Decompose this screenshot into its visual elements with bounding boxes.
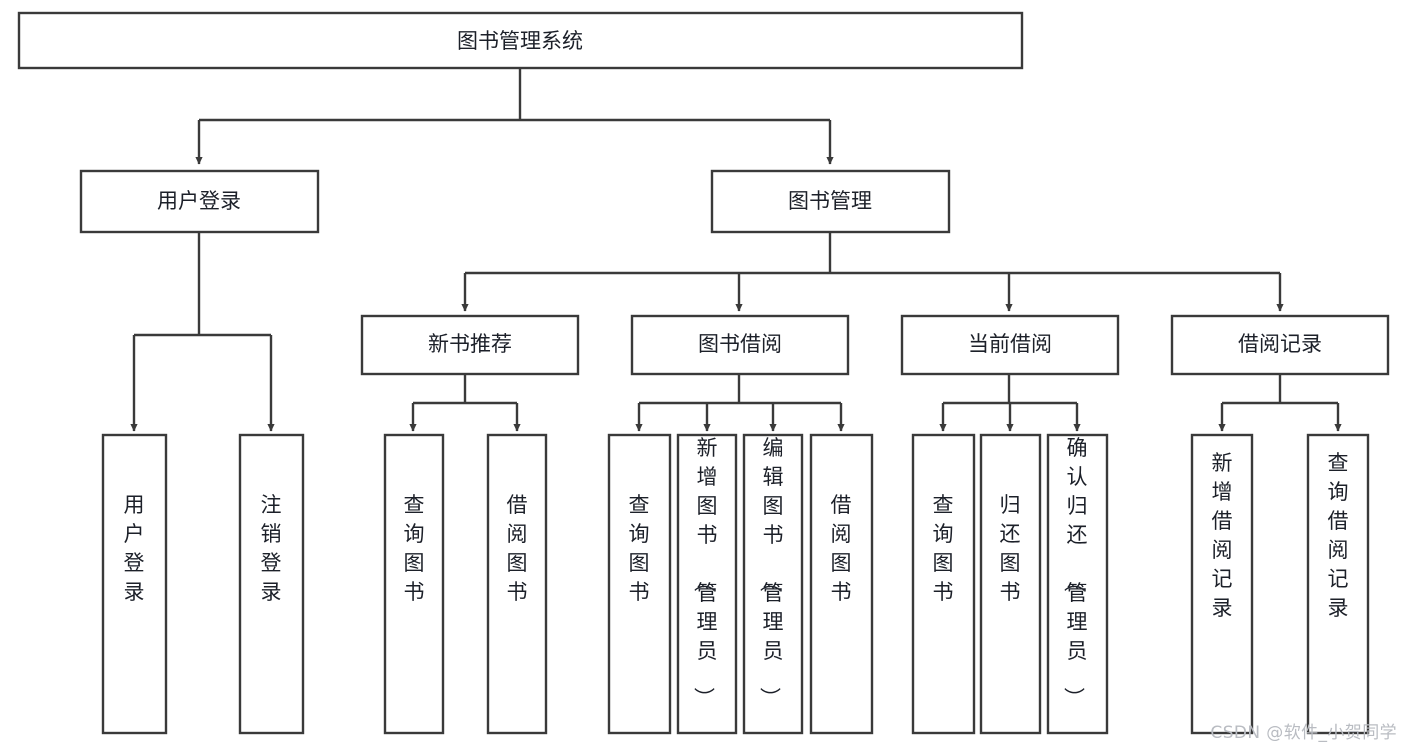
- node-leaf-add-book[interactable]: 新增图书（管理员）: [676, 433, 738, 735]
- node-borrow-record-label: 借阅记录: [1238, 332, 1322, 356]
- node-leaf-edit-book[interactable]: 编辑图书（管理员）: [742, 433, 804, 735]
- node-leaf-return-book-box[interactable]: [979, 433, 1042, 735]
- node-current-borrow-label: 当前借阅: [968, 332, 1052, 356]
- csdn-watermark: CSDN @软件_小贺同学: [1210, 723, 1397, 743]
- node-book-manage[interactable]: 图书管理: [710, 169, 951, 234]
- node-leaf-add-record[interactable]: 新增借阅记录: [1190, 433, 1254, 735]
- node-leaf-query-book-2[interactable]: 查询图书: [607, 433, 672, 735]
- node-current-borrow-box[interactable]: [900, 314, 1120, 376]
- node-leaf-add-book-label: 新增图书（管理员）: [692, 436, 718, 708]
- node-user-login-box[interactable]: [79, 169, 320, 234]
- node-leaf-confirm-return-label: 确认归还（管理员）: [1062, 436, 1088, 708]
- node-book-borrow[interactable]: 图书借阅: [630, 314, 850, 376]
- node-leaf-logout[interactable]: 注销登录: [238, 433, 305, 735]
- node-book-borrow-label: 图书借阅: [698, 332, 782, 356]
- node-leaf-borrow-book-1-label: 借阅图书: [507, 493, 528, 604]
- node-leaf-query-record-box[interactable]: [1306, 433, 1370, 735]
- node-leaf-confirm-return-box[interactable]: [1046, 433, 1109, 735]
- node-leaf-user-login-label: 用户登录: [124, 493, 145, 604]
- node-leaf-edit-book-box[interactable]: [742, 433, 804, 735]
- node-user-login[interactable]: 用户登录: [79, 169, 320, 234]
- node-book-manage-box[interactable]: [710, 169, 951, 234]
- node-leaf-user-login-box[interactable]: [101, 433, 168, 735]
- node-leaf-logout-box[interactable]: [238, 433, 305, 735]
- node-root-box[interactable]: [17, 11, 1024, 70]
- node-leaf-borrow-book-1[interactable]: 借阅图书: [486, 433, 548, 735]
- node-new-book-rec-box[interactable]: [360, 314, 580, 376]
- node-leaf-borrow-book-2[interactable]: 借阅图书: [809, 433, 874, 735]
- node-leaf-query-book-2-label: 查询图书: [629, 493, 650, 604]
- node-user-login-label: 用户登录: [157, 189, 241, 213]
- node-root[interactable]: 图书管理系统: [17, 11, 1024, 70]
- node-book-borrow-box[interactable]: [630, 314, 850, 376]
- node-current-borrow[interactable]: 当前借阅: [900, 314, 1120, 376]
- node-leaf-borrow-book-2-label: 借阅图书: [831, 493, 852, 604]
- node-leaf-query-book-3-label: 查询图书: [933, 493, 954, 604]
- node-leaf-logout-label: 注销登录: [261, 493, 282, 604]
- node-leaf-query-book-1-label: 查询图书: [404, 493, 425, 604]
- node-leaf-return-book[interactable]: 归还图书: [979, 433, 1042, 735]
- node-leaf-query-book-2-box[interactable]: [607, 433, 672, 735]
- node-leaf-borrow-book-1-box[interactable]: [486, 433, 548, 735]
- node-leaf-query-book-1[interactable]: 查询图书: [383, 433, 445, 735]
- node-leaf-add-record-label: 新增借阅记录: [1212, 451, 1233, 620]
- node-new-book-rec-label: 新书推荐: [428, 332, 512, 356]
- node-leaf-query-book-3[interactable]: 查询图书: [911, 433, 976, 735]
- node-new-book-rec[interactable]: 新书推荐: [360, 314, 580, 376]
- node-leaf-add-book-box[interactable]: [676, 433, 738, 735]
- node-leaf-user-login[interactable]: 用户登录: [101, 433, 168, 735]
- node-leaf-borrow-book-2-box[interactable]: [809, 433, 874, 735]
- node-book-manage-label: 图书管理: [788, 189, 872, 213]
- node-leaf-add-record-box[interactable]: [1190, 433, 1254, 735]
- node-root-label: 图书管理系统: [457, 29, 583, 53]
- node-leaf-query-record-label: 查询借阅记录: [1328, 451, 1349, 620]
- node-leaf-query-book-1-box[interactable]: [383, 433, 445, 735]
- node-leaf-return-book-label: 归还图书: [1000, 493, 1021, 604]
- node-borrow-record-box[interactable]: [1170, 314, 1390, 376]
- node-leaf-query-record[interactable]: 查询借阅记录: [1306, 433, 1370, 735]
- connectors: [130, 68, 1342, 432]
- node-leaf-confirm-return[interactable]: 确认归还（管理员）: [1046, 433, 1109, 735]
- node-leaf-query-book-3-box[interactable]: [911, 433, 976, 735]
- node-borrow-record[interactable]: 借阅记录: [1170, 314, 1390, 376]
- node-leaf-edit-book-label: 编辑图书（管理员）: [758, 436, 784, 708]
